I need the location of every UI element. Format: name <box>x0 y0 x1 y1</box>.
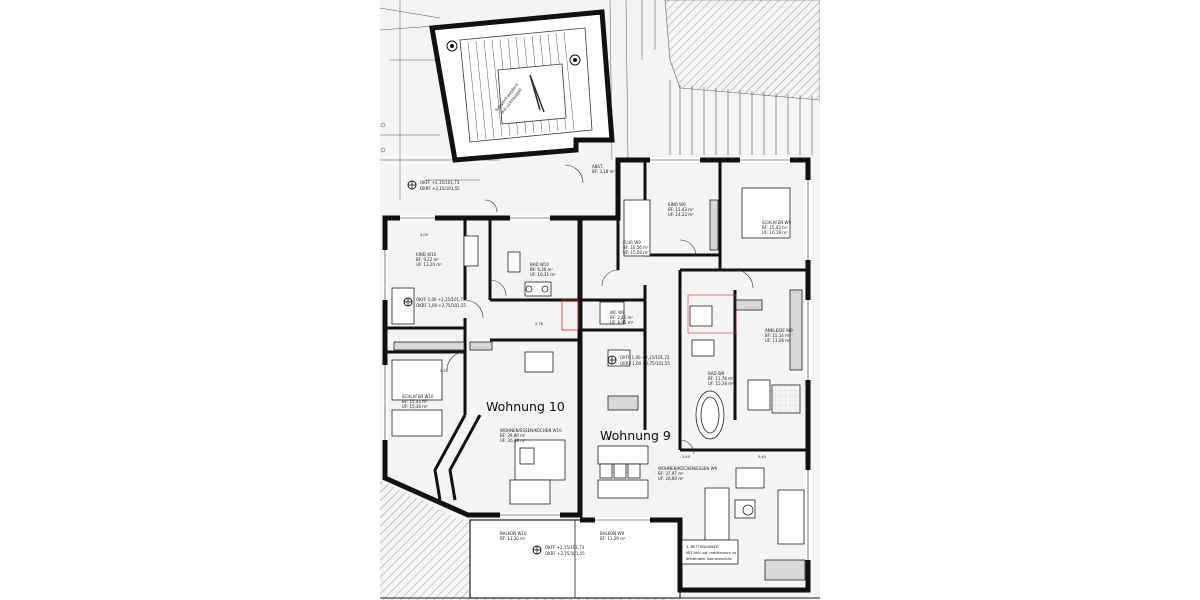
furniture-w9 <box>597 187 806 581</box>
rescue-route-note: 2. RETTUNGSWEG MIT Anlu od. mechanisch z… <box>681 539 739 565</box>
dim-1-40: 1,40 <box>602 437 611 441</box>
svg-text:UF: 11,06 m²: UF: 11,06 m² <box>765 338 791 343</box>
svg-text:BF: 15,43 m²: BF: 15,43 m² <box>402 399 428 404</box>
rescue-note-line-2: MIT Anlu od. mechanisch zu <box>686 551 736 555</box>
svg-text:BF: 9,22 m²: BF: 9,22 m² <box>416 257 439 262</box>
dim-2-76: 2,76 <box>535 322 544 326</box>
svg-text:WOHNEN/ESSEN/KOCHEN W10: WOHNEN/ESSEN/KOCHEN W10 <box>500 428 562 433</box>
level-tag-top-2: OKRF +2,15/101,55 <box>420 186 460 191</box>
apartment-label-w10: Wohnung 10 <box>486 399 565 414</box>
svg-text:UF: 15,00 m²: UF: 15,00 m² <box>623 250 649 255</box>
svg-text:SCHLAFEN W9: SCHLAFEN W9 <box>762 220 791 225</box>
level-tag-w10-1: OKFF 1,00 +2,15/101,73 <box>416 297 466 302</box>
neighbour-building-hatch <box>664 0 820 101</box>
svg-text:UF: 14,22 m²: UF: 14,22 m² <box>668 212 694 217</box>
level-tag-balkon-1: OKFF +2,15/101,73 <box>545 545 585 550</box>
svg-text:ANKLEIDE W9: ANKLEIDE W9 <box>765 328 793 333</box>
dim-5-45: 5,45 <box>758 455 766 459</box>
svg-text:SCHLAFEN W10: SCHLAFEN W10 <box>402 394 434 399</box>
rescue-note-line-1: 2. RETTUNGSWEG <box>686 545 719 549</box>
apartment-label-w9: Wohnung 9 <box>600 428 671 443</box>
svg-text:BF: 15,43 m²: BF: 15,43 m² <box>668 207 694 212</box>
svg-text:KIND W10: KIND W10 <box>416 252 437 257</box>
svg-text:UF: 8,95 m²: UF: 8,95 m² <box>610 320 634 325</box>
svg-text:BF: 37,97 m²: BF: 37,97 m² <box>658 471 684 476</box>
svg-text:BF: 29,80 m²: BF: 29,80 m² <box>500 433 526 438</box>
level-tag-w10-2: OKRF 1,00 +2,75/101,55 <box>416 303 466 308</box>
svg-text:UF: 15,30 m²: UF: 15,30 m² <box>402 404 428 409</box>
svg-text:BF: 15,43 m²: BF: 15,43 m² <box>762 225 788 230</box>
level-tag-w9-2: OKRF 1,00 +2,75/101,55 <box>620 361 670 366</box>
level-tag-balkon-2: OKRF +2,75/101,55 <box>545 551 585 556</box>
floor-plan-drawing: Treppenhausdach mit Lichtkuppel <box>380 0 820 600</box>
svg-text:BF: 2,45 m²: BF: 2,45 m² <box>610 315 633 320</box>
svg-text:FLUR W9: FLUR W9 <box>623 240 641 245</box>
svg-text:UF: 15,38 m²: UF: 15,38 m² <box>708 381 734 386</box>
svg-text:UF: 13,20 m²: UF: 13,20 m² <box>416 262 442 267</box>
interior-walls <box>385 160 808 501</box>
furniture-w10 <box>391 235 566 505</box>
floor-plan-image: Treppenhausdach mit Lichtkuppel <box>380 0 820 600</box>
level-tag-top-1: OKFF +2,15/101,73 <box>420 180 460 185</box>
level-tag-w9-1: OKFF 1,00 +2,15/101,73 <box>620 355 670 360</box>
dim-3-05: 3,05 <box>420 233 428 237</box>
svg-text:UF: 16,19 m²: UF: 16,19 m² <box>762 230 788 235</box>
room-abst: ABST.BF: 3,18 m² <box>592 164 615 174</box>
svg-text:BF: 15,14 m²: BF: 15,14 m² <box>765 333 791 338</box>
dimension-labels: 3,05 2,76 5,15 5,45 1,45 1,40 <box>420 233 766 459</box>
rescue-note-line-3: öffnendem Sonnenschutz <box>686 557 732 561</box>
window-glazing <box>384 159 809 560</box>
stairwell: Treppenhausdach mit Lichtkuppel <box>429 9 615 163</box>
dim-5-15: 5,15 <box>440 369 448 373</box>
roof-rafters <box>669 80 813 155</box>
svg-text:BF: 11,29 m²: BF: 11,29 m² <box>600 536 626 541</box>
svg-text:KIND W9: KIND W9 <box>668 202 686 207</box>
dim-1-45: 1,45 <box>682 455 690 459</box>
svg-text:WC W9: WC W9 <box>610 310 625 315</box>
door-swings <box>446 164 754 455</box>
svg-text:BF: 10,56 m²: BF: 10,56 m² <box>623 245 649 250</box>
svg-text:UF: 28,80 m²: UF: 28,80 m² <box>658 476 684 481</box>
svg-text:ABST.: ABST. <box>592 164 603 169</box>
svg-text:BF: 11,30 m²: BF: 11,30 m² <box>500 536 526 541</box>
svg-text:BAD W9: BAD W9 <box>708 371 725 376</box>
svg-text:WOHNEN/KOCHEN/ESSEN W9: WOHNEN/KOCHEN/ESSEN W9 <box>658 466 718 471</box>
svg-text:BF: 3,18 m²: BF: 3,18 m² <box>592 169 615 174</box>
svg-text:UF: 10,31 m²: UF: 10,31 m² <box>530 272 556 277</box>
svg-text:BALKON W10: BALKON W10 <box>500 531 527 536</box>
svg-text:BAD W10: BAD W10 <box>530 262 549 267</box>
svg-text:BALKON W9: BALKON W9 <box>600 531 624 536</box>
svg-text:UF: 26,38 m²: UF: 26,38 m² <box>500 438 526 443</box>
svg-text:BF: 6,36 m²: BF: 6,36 m² <box>530 267 553 272</box>
level-markers <box>403 180 617 555</box>
svg-text:BF: 11,78 m²: BF: 11,78 m² <box>708 376 734 381</box>
level-tags: OKFF +2,15/101,73 OKRF +2,15/101,55 OKFF… <box>416 180 670 556</box>
